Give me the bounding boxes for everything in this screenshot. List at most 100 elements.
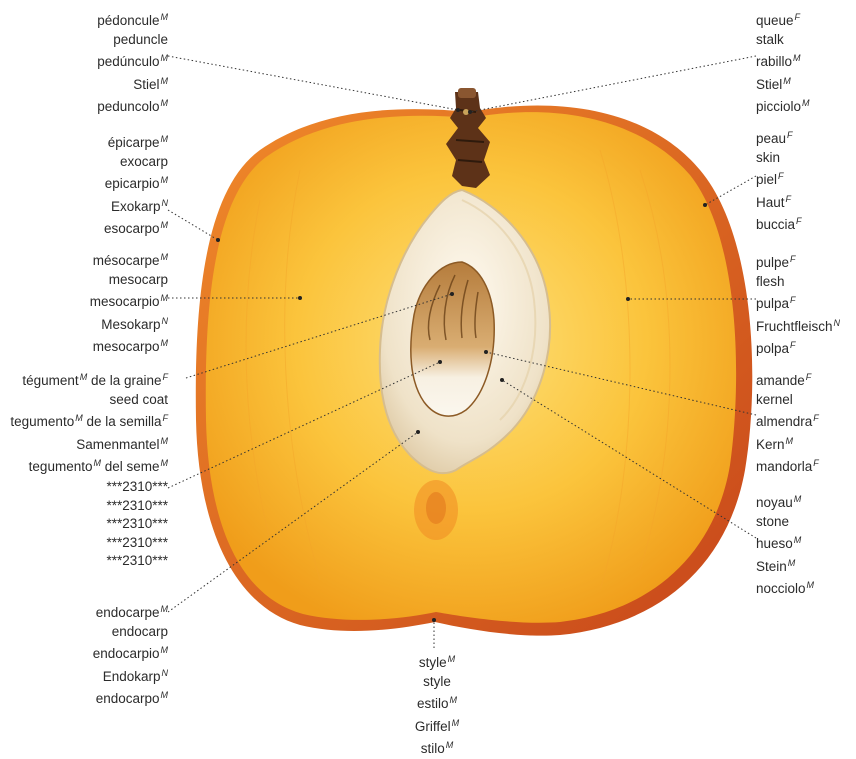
term-exocarp-3: ExokarpN <box>104 194 168 217</box>
term-skin-4: bucciaF <box>756 212 802 235</box>
term-word: ***2310*** <box>106 479 168 494</box>
term-word: mandorla <box>756 459 812 474</box>
gender-mark: F <box>813 413 819 423</box>
term-stone-2: huesoM <box>756 531 814 554</box>
term-exocarp-0: épicarpeM <box>104 130 168 153</box>
term-seed-coat-4: tegumentoM del semeM <box>10 454 168 477</box>
gender-mark: M <box>161 293 169 303</box>
term-skin-3: HautF <box>756 190 802 213</box>
term-peduncle-1: peduncle <box>97 31 168 50</box>
gender-mark: N <box>834 318 841 328</box>
term-word: mesocarp <box>109 272 168 287</box>
gender-mark: N <box>162 198 169 208</box>
term-peduncle-4: peduncoloM <box>97 94 168 117</box>
term-word: tegumento <box>29 459 93 474</box>
term-word: endocarpo <box>96 691 160 706</box>
label-stalk: queueFstalk rabilloMStielM picciolo M <box>756 8 810 117</box>
gender-mark: M <box>794 535 802 545</box>
term-word: mesocarpio <box>90 294 160 309</box>
term-seed-coat-1: seed coat <box>10 391 168 410</box>
term-stone-4: noccioloM <box>756 576 814 599</box>
term-word: Haut <box>756 195 785 210</box>
term-word: stilo <box>421 741 445 756</box>
term-kernel-2: almendraF <box>756 409 819 432</box>
term-word: buccia <box>756 217 795 232</box>
gender-mark: M <box>161 12 169 22</box>
gender-mark: M <box>161 338 169 348</box>
term-exocarp-4: esocarpoM <box>104 216 168 239</box>
term-stone-3: SteinM <box>756 554 814 577</box>
gender-mark: F <box>806 372 812 382</box>
term-peduncle-3: StielM <box>97 72 168 95</box>
term-mesocarp-0: mésocarpeM <box>90 248 168 271</box>
term-kernel-4: mandorlaF <box>756 454 819 477</box>
term-style-2: estiloM <box>397 691 477 714</box>
term-flesh-0: pulpeF <box>756 250 840 273</box>
gender-mark: M <box>161 458 169 468</box>
gender-mark: M <box>161 134 169 144</box>
label-flesh: pulpeFfleshpulpaFFruchtfleischNpolpaF <box>756 250 840 359</box>
term-kernel-0: amandeF <box>756 368 819 391</box>
term-word: pedúnculo <box>97 54 159 69</box>
term-skin-0: peauF <box>756 126 802 149</box>
term-word: style <box>419 655 447 670</box>
gender-mark: M <box>783 76 791 86</box>
leader-dot-endocarp <box>416 430 420 434</box>
gender-mark: M <box>452 718 460 728</box>
term-word: nocciolo <box>756 581 806 596</box>
term-seed-coat-2: tegumentoM de la semillaF <box>10 409 168 432</box>
term-word: mésocarpe <box>93 253 160 268</box>
gender-mark: M <box>161 604 169 614</box>
term-word: hueso <box>756 536 793 551</box>
gender-mark: M <box>93 458 101 468</box>
term-word: rabillo <box>756 54 792 69</box>
term-endocarp-4: endocarpoM <box>93 686 168 709</box>
term-word: pédoncule <box>97 13 159 28</box>
gender-mark: M <box>788 558 796 568</box>
gender-mark: F <box>790 254 796 264</box>
term-word: de la semilla <box>83 414 162 429</box>
gender-mark: M <box>161 220 169 230</box>
term-word: peau <box>756 131 786 146</box>
gender-mark: F <box>778 171 784 181</box>
term-stalk-1: stalk <box>756 31 810 50</box>
term-mesocarp-2: mesocarpioM <box>90 289 168 312</box>
term-endocarp-1: endocarp <box>93 623 168 642</box>
gender-mark: M <box>786 436 794 446</box>
term-stone-0: noyauM <box>756 490 814 513</box>
term-stalk-0: queueF <box>756 8 810 31</box>
term-word: Exokarp <box>111 199 161 214</box>
leader-dot-mesocarp <box>298 296 302 300</box>
term-style-0: styleM <box>397 650 477 673</box>
term-placeholder-4: ***2310*** <box>106 552 168 571</box>
label-peduncle: pédonculeMpedunclepedúnculoMStielMpedunc… <box>97 8 168 117</box>
term-stalk-2: rabilloM <box>756 49 810 72</box>
gender-mark: M <box>448 654 456 664</box>
term-stalk-3: StielM <box>756 72 810 95</box>
term-skin-1: skin <box>756 149 802 168</box>
term-word: estilo <box>417 696 449 711</box>
gender-mark: F <box>163 413 169 423</box>
term-word: picciolo <box>756 99 801 114</box>
gender-mark: F <box>795 12 801 22</box>
label-placeholder: ***2310*** ***2310*** ***2310*** ***2310***… <box>106 478 168 571</box>
term-word: tegumento <box>10 414 74 429</box>
term-word: Stein <box>756 559 787 574</box>
term-stone-1: stone <box>756 513 814 532</box>
term-word: Stiel <box>756 77 782 92</box>
term-word: ***2310*** <box>106 498 168 513</box>
term-word: ***2310*** <box>106 516 168 531</box>
term-exocarp-2: epicarpioM <box>104 171 168 194</box>
gender-mark: M <box>161 645 169 655</box>
term-word: stalk <box>756 32 784 47</box>
term-style-1: style <box>397 673 477 692</box>
gender-mark: F <box>787 130 793 140</box>
term-flesh-2: pulpaF <box>756 291 840 314</box>
term-mesocarp-1: mesocarp <box>90 271 168 290</box>
leader-dot-seed-coat <box>450 292 454 296</box>
gender-mark: M <box>161 252 169 262</box>
term-endocarp-0: endocarpeM <box>93 600 168 623</box>
term-word: polpa <box>756 341 789 356</box>
